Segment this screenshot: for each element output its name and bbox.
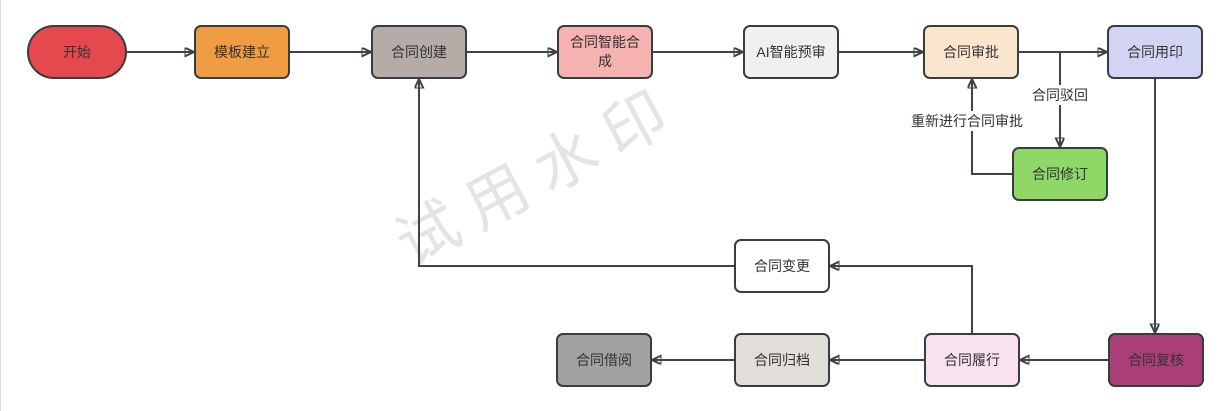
- node-contract-create[interactable]: 合同创建: [371, 25, 467, 79]
- node-archiving-label: 合同归档: [754, 351, 810, 368]
- node-smart-compose-label: 合同智能合成: [570, 34, 640, 69]
- node-sealing[interactable]: 合同用印: [1107, 25, 1203, 79]
- edge-change-to-create: [419, 80, 734, 267]
- node-sealing-label: 合同用印: [1127, 43, 1183, 60]
- node-archiving[interactable]: 合同归档: [734, 333, 830, 387]
- node-revision-label: 合同修订: [1032, 165, 1088, 182]
- edge-performance-to-change: [831, 266, 973, 333]
- node-performance[interactable]: 合同履行: [924, 333, 1020, 387]
- node-change-label: 合同变更: [754, 257, 810, 274]
- edge-label-reapprove[interactable]: 重新进行合同审批: [909, 111, 1025, 131]
- node-approval[interactable]: 合同审批: [923, 25, 1019, 79]
- node-borrowing[interactable]: 合同借阅: [556, 333, 652, 387]
- node-approval-label: 合同审批: [943, 43, 999, 60]
- node-template-setup-label: 模板建立: [214, 43, 270, 60]
- node-revision[interactable]: 合同修订: [1012, 147, 1108, 201]
- node-ai-precheck[interactable]: AI智能预审: [743, 25, 839, 79]
- node-recheck-label: 合同复核: [1128, 351, 1184, 368]
- node-smart-compose[interactable]: 合同智能合成: [557, 25, 653, 79]
- node-start-label: 开始: [63, 43, 91, 60]
- node-performance-label: 合同履行: [944, 351, 1000, 368]
- node-change[interactable]: 合同变更: [734, 239, 830, 293]
- node-recheck[interactable]: 合同复核: [1108, 333, 1204, 387]
- node-start[interactable]: 开始: [27, 25, 127, 79]
- node-borrowing-label: 合同借阅: [576, 351, 632, 368]
- node-contract-create-label: 合同创建: [391, 43, 447, 60]
- edge-label-contract-reject[interactable]: 合同驳回: [1030, 85, 1090, 105]
- node-ai-precheck-label: AI智能预审: [756, 43, 826, 60]
- node-template-setup[interactable]: 模板建立: [194, 25, 290, 79]
